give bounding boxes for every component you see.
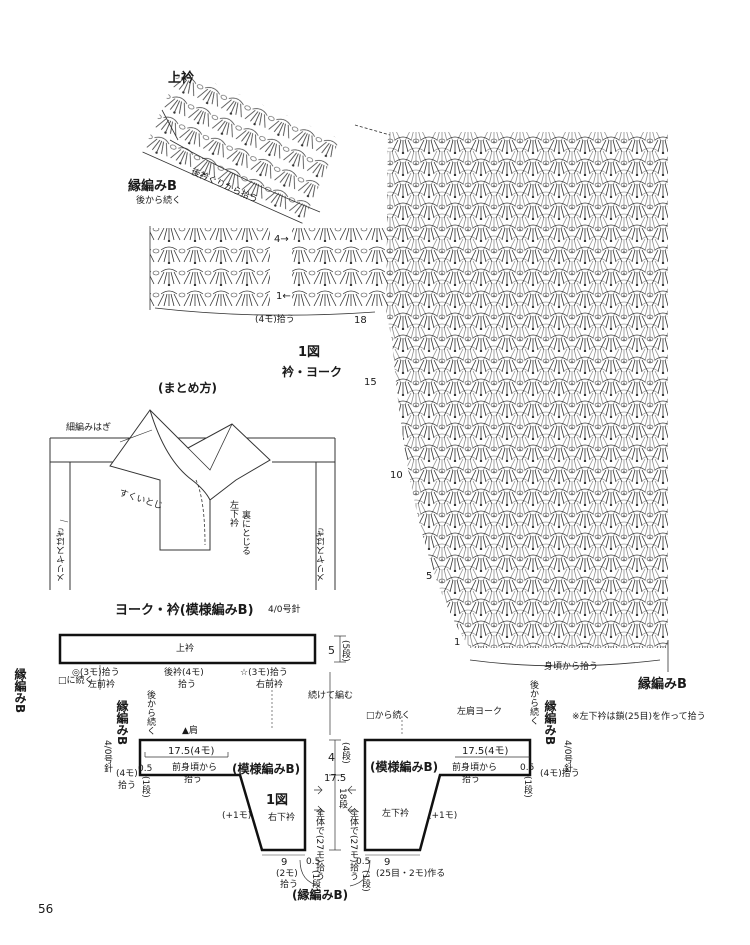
chart-title: 1図 xyxy=(298,345,321,360)
left-shoulder-yoke: 左肩ヨーク xyxy=(457,707,503,717)
row-18-marker: 18 xyxy=(354,315,367,326)
left-under-collar: 左下衿 xyxy=(382,809,410,819)
star-pickup: ☆(3モ)拾う xyxy=(240,668,288,678)
needle-left: 4/0号針 xyxy=(102,740,112,773)
pick-4-left-2: 拾う xyxy=(118,781,137,791)
front-pick-left-2: 拾う xyxy=(184,775,203,785)
pickup-left-front: ◎(3モ)拾う xyxy=(72,668,120,678)
seam-label: 細編みはぎ xyxy=(66,423,112,433)
front-pick-right: 前身頃から xyxy=(452,763,498,773)
dim-9-left: 9 xyxy=(281,857,288,868)
dim-1-bottom-left: (1段) xyxy=(310,870,320,892)
shoulder-mark: ▲肩 xyxy=(182,726,198,736)
fig1-label: 1図 xyxy=(266,793,289,808)
right-front-collar: 右前衿 xyxy=(256,680,284,690)
continue-knit: 続けて編む xyxy=(308,691,354,701)
one-row-left: (1段) xyxy=(140,776,150,798)
whole-27-left: 全体で(27モ)拾う xyxy=(314,808,324,881)
edge-b-bottom: (縁編みB) xyxy=(292,888,349,902)
collar-inside-label: 左下衿 xyxy=(228,500,238,527)
continue-from-back-b: 後から続く xyxy=(528,680,538,725)
dim-4-rows: (4段) xyxy=(340,742,350,764)
dim-05-right: 0.5 xyxy=(520,763,535,773)
left-front-collar: 左前衿 xyxy=(88,680,116,690)
dim-05-bottom-left: 0.5 xyxy=(306,857,321,867)
dim-9-right: 9 xyxy=(384,857,391,868)
dim-05-left: 0.5 xyxy=(138,764,153,774)
plus1-right: (+1モ) xyxy=(428,811,458,821)
row-15-marker: 15 xyxy=(364,377,377,388)
pick-4-right: (4モ)拾う xyxy=(540,769,580,779)
edge-b-label: 縁編みB xyxy=(128,179,177,194)
edge-b-left: 縁編みB xyxy=(13,668,27,714)
continue-from-back: 後から続く xyxy=(136,196,182,206)
dim-05-bottom-right: 0.5 xyxy=(356,857,371,867)
dim-5-rows: (5段) xyxy=(340,640,350,662)
front-pick-right-2: 拾う xyxy=(462,775,481,785)
row-4-marker: 4→ xyxy=(274,234,289,245)
front-pick-left: 前身頃から xyxy=(172,763,218,773)
from-square: □から続く xyxy=(366,711,411,721)
back-collar: 後衿(4モ) xyxy=(164,668,204,678)
row-1-right-marker: 1 xyxy=(454,637,461,648)
one-row-right: (1段) xyxy=(522,776,532,798)
pattern-b-left: (模様編みB) xyxy=(232,762,301,776)
row-5-marker: 5 xyxy=(426,571,433,582)
dim-1-bottom-right: (1段) xyxy=(360,870,370,892)
dim-9-right-2: (25目・2モ)作る xyxy=(376,869,446,879)
chart-subtitle: 衿・ヨーク xyxy=(282,365,343,379)
dim-5: 5 xyxy=(328,644,335,657)
continue-from-back-a: 後から続く xyxy=(145,690,155,735)
collar-inside-label-2: 裏にとじる xyxy=(240,510,250,555)
row-10-marker: 10 xyxy=(390,470,403,481)
dim-4: 4 xyxy=(328,751,335,764)
width-175-left: 17.5(4モ) xyxy=(168,746,215,757)
upper-collar-bar-label: 上衿 xyxy=(176,644,195,654)
schematic-title: ヨーク・衿(模様編みB) xyxy=(115,603,254,618)
pickup-4-note: (4モ)拾う xyxy=(255,315,295,325)
edge-b-bottom-label: 縁編みB xyxy=(638,677,687,692)
upper-collar-label: 上衿 xyxy=(168,71,195,86)
whole-27-right: 全体で(27モ)拾う xyxy=(348,808,358,881)
dim-9-left-3: 拾う xyxy=(280,880,299,890)
back-collar-pick: 拾う xyxy=(178,680,197,690)
assembly-title: (まとめ方) xyxy=(158,381,217,395)
square-continue: □に続く xyxy=(58,676,94,686)
edge-b-mid-left: 縁編みB xyxy=(115,700,129,746)
left-stockinette-label: メリヤスはぎ xyxy=(57,528,67,582)
bottom-pickup-note: 身頃から拾う xyxy=(544,662,599,672)
pick-4-left: (4モ) xyxy=(116,769,138,779)
page-number: 56 xyxy=(38,902,54,916)
schematic-needle: 4/0号針 xyxy=(268,605,301,615)
dim-9-left-2: (2モ) xyxy=(276,869,298,879)
needle-right: 4/0号針 xyxy=(562,740,572,773)
width-175-right: 17.5(4モ) xyxy=(462,746,509,757)
right-stockinette-label: メリヤスはぎ xyxy=(317,528,327,582)
left-under-collar-note: ※左下衿は鎖(25目)を作って拾う xyxy=(572,712,706,722)
dim-18-rows: 18段 xyxy=(337,788,347,809)
right-under-collar: 右下衿 xyxy=(268,813,296,823)
dim-175-center: 17.5 xyxy=(324,773,347,784)
row-1-marker: 1← xyxy=(276,291,291,302)
pattern-b-right: (模様編みB) xyxy=(370,760,439,774)
edge-b-mid-right: 縁編みB xyxy=(543,700,557,746)
plus1-left: (+1モ) xyxy=(222,811,252,821)
